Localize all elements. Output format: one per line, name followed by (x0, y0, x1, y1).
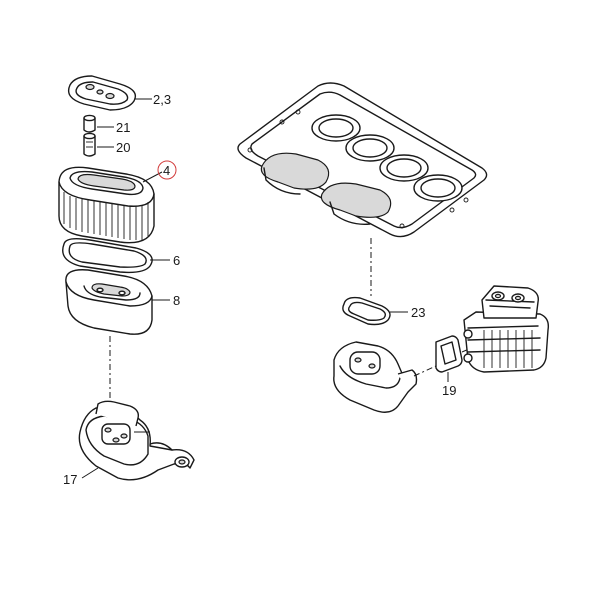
callout-19: 19 (442, 383, 456, 398)
part-seal-ring (62, 237, 153, 274)
part-air-filter (58, 166, 155, 244)
part-flange-gasket (435, 335, 463, 373)
part-mounting-plate (237, 82, 488, 238)
part-filter-housing (65, 269, 153, 335)
part-cover-plate (67, 75, 137, 111)
axis-line-head (461, 345, 477, 353)
leader-17 (81, 467, 99, 479)
axis-line-flange (413, 365, 437, 377)
part-sleeve (83, 114, 96, 133)
part-bolt (83, 132, 96, 157)
part-intake-flange (333, 341, 418, 413)
part-gasket (342, 296, 391, 326)
callout-8: 8 (173, 293, 180, 308)
callout-20: 20 (116, 140, 130, 155)
callout-4-highlight (157, 160, 177, 180)
callout-23: 23 (411, 305, 425, 320)
callout-6: 6 (173, 253, 180, 268)
part-intake-manifold (78, 400, 195, 481)
callout-21: 21 (116, 120, 130, 135)
callout-2-3: 2,3 (153, 92, 171, 107)
callout-17: 17 (63, 472, 77, 487)
part-cylinder-head (463, 285, 550, 373)
callout-4: 4 (163, 163, 170, 178)
